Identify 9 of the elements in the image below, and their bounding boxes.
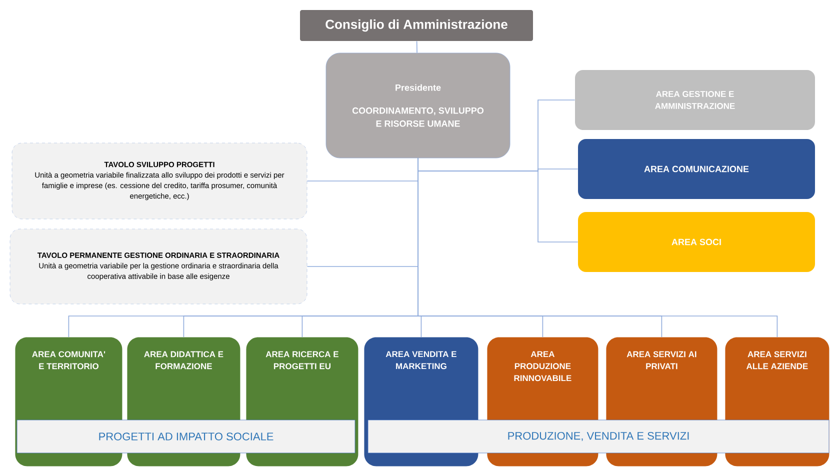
connector-line xyxy=(416,40,418,54)
group-banner: PROGETTI AD IMPATTO SOCIALE xyxy=(16,420,356,454)
connector-line xyxy=(418,158,778,338)
board-box: Consiglio di Amministrazione xyxy=(300,10,533,41)
president-box: Presidente COORDINAMENTO, SVILUPPO E RISORSE UMANE xyxy=(326,52,510,158)
area-box: AREA SOCI xyxy=(578,212,815,272)
area-box: AREA COMUNICAZIONE xyxy=(578,139,815,199)
group-banner: PRODUZIONE, VENDITA E SERVIZI xyxy=(368,420,830,454)
area-box: AREA GESTIONE E AMMINISTRAZIONE xyxy=(575,70,815,130)
